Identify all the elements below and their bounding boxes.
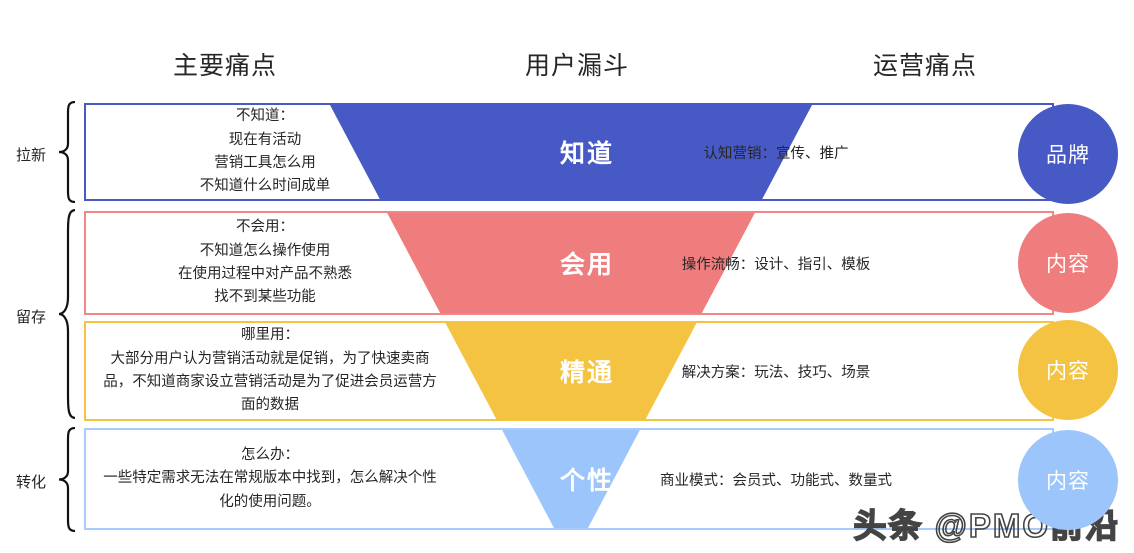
column-header-pain-points: 主要痛点	[172, 52, 277, 80]
pain-point-text-know: 不知道： 现在有活动 营销工具怎么用 不知道什么时间成单	[100, 105, 430, 199]
group-label-acquisition: 拉新	[15, 147, 46, 164]
funnel-stage-label-know: 知道	[559, 140, 614, 168]
stage-badge-label: 内容	[1046, 360, 1090, 383]
stage-badge-label: 内容	[1046, 470, 1090, 493]
pain-line: 大部分用户认为营销活动就是促销，为了快速卖商品，不知道商家设立营销活动是为了促进…	[103, 350, 437, 414]
pain-point-text-master: 哪里用： 大部分用户认为营销活动就是促销，为了快速卖商品，不知道商家设立营销活动…	[100, 323, 440, 419]
pain-line: 在使用过程中对产品不熟悉	[178, 266, 352, 282]
group-label-conversion: 转化	[15, 474, 46, 491]
group-brace-icon-retention	[56, 208, 78, 420]
ops-point-text-use: 操作流畅：设计、指引、模板	[681, 256, 871, 273]
funnel-stage-label-master: 精通	[559, 359, 614, 387]
group-brace-icon-conversion	[56, 427, 78, 532]
pain-line: 营销工具怎么用	[214, 155, 316, 171]
pain-line: 一些特定需求无法在常规版本中找到，怎么解决个性化的使用问题。	[103, 470, 437, 510]
pain-line: 哪里用：	[241, 327, 299, 344]
group-label-retention: 留存	[15, 309, 46, 326]
funnel-row-know[interactable]: 不知道： 现在有活动 营销工具怎么用 不知道什么时间成单 知道 认知营销：宣传、…	[84, 103, 1054, 201]
column-header-user-funnel: 用户漏斗	[524, 52, 629, 80]
pain-line: 不会用：	[236, 219, 294, 236]
pain-point-text-personal: 怎么办： 一些特定需求无法在常规版本中找到，怎么解决个性化的使用问题。	[100, 430, 440, 528]
group-brace-icon-acquisition	[56, 101, 78, 203]
ops-point-text-know: 认知营销：宣传、推广	[703, 145, 849, 162]
funnel-row-use[interactable]: 不会用： 不知道怎么操作使用 在使用过程中对产品不熟悉 找不到某些功能 会用 操…	[84, 211, 1054, 315]
stage-badge-label: 内容	[1046, 253, 1090, 276]
pain-line: 不知道什么时间成单	[199, 178, 331, 195]
funnel-row-master[interactable]: 哪里用： 大部分用户认为营销活动就是促销，为了快速卖商品，不知道商家设立营销活动…	[84, 321, 1054, 421]
stage-badge-content-use[interactable]: 内容	[1018, 213, 1118, 313]
ops-point-text-master: 解决方案：玩法、技巧、场景	[681, 364, 871, 381]
stage-badge-content-master[interactable]: 内容	[1018, 320, 1118, 420]
pain-line: 怎么办：	[241, 446, 299, 463]
funnel-stage-label-personal: 个性	[559, 467, 614, 495]
column-header-ops-points: 运营痛点	[872, 52, 977, 80]
funnel-row-personal[interactable]: 怎么办： 一些特定需求无法在常规版本中找到，怎么解决个性化的使用问题。 个性 商…	[84, 428, 1054, 530]
stage-badge-content-personal[interactable]: 内容	[1018, 430, 1118, 530]
pain-point-text-use: 不会用： 不知道怎么操作使用 在使用过程中对产品不熟悉 找不到某些功能	[100, 213, 430, 313]
funnel-stage-label-use: 会用	[559, 251, 614, 279]
stage-badge-label: 品牌	[1046, 144, 1090, 167]
ops-point-text-personal: 商业模式：会员式、功能式、数量式	[660, 472, 892, 489]
pain-line: 不知道：	[236, 108, 294, 125]
stage-badge-brand[interactable]: 品牌	[1018, 104, 1118, 204]
pain-line: 找不到某些功能	[214, 289, 316, 306]
pain-line: 不知道怎么操作使用	[199, 242, 331, 259]
pain-line: 现在有活动	[228, 131, 302, 148]
